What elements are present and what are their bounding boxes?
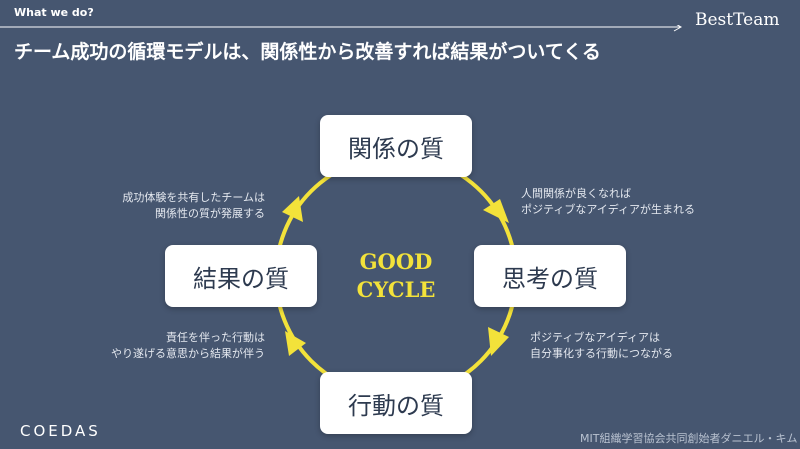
note-top-left: 成功体験を共有したチームは 関係性の質が発展する [122, 191, 265, 220]
node-action-quality: 行動の質 [320, 372, 472, 434]
page-title: チーム成功の循環モデルは、関係性から改善すれば結果がついてくる [14, 41, 601, 63]
arrow-bottom-left-icon [285, 331, 306, 356]
header-divider [0, 25, 683, 32]
note-top-right: 人間関係が良くなれば ポジティブなアイディアが生まれる [521, 187, 696, 216]
brand-name: BestTeam [695, 10, 780, 30]
note-bottom-right: ポジティブなアイディアは 自分事化する行動につながる [530, 331, 673, 360]
arrow-top-left-icon [282, 196, 303, 222]
note-bottom-left: 責任を伴った行動は やり遂げる意思から結果が伴う [111, 331, 265, 360]
section-label: What we do? [14, 6, 94, 19]
center-title-line2: CYCLE [356, 277, 436, 302]
center-title-line1: GOOD [359, 249, 433, 274]
logo: COEDAS [20, 422, 101, 440]
arrow-bottom-right-icon [488, 327, 509, 356]
node-thinking-quality: 思考の質 [474, 245, 626, 307]
node-relationship-quality: 関係の質 [320, 115, 472, 177]
node-result-quality: 結果の質 [165, 245, 317, 307]
center-title: GOOD CYCLE [340, 248, 452, 304]
arrow-top-right-icon [483, 199, 509, 223]
footer-credit: MIT組織学習協会共同創始者ダニエル・キム [580, 432, 798, 445]
